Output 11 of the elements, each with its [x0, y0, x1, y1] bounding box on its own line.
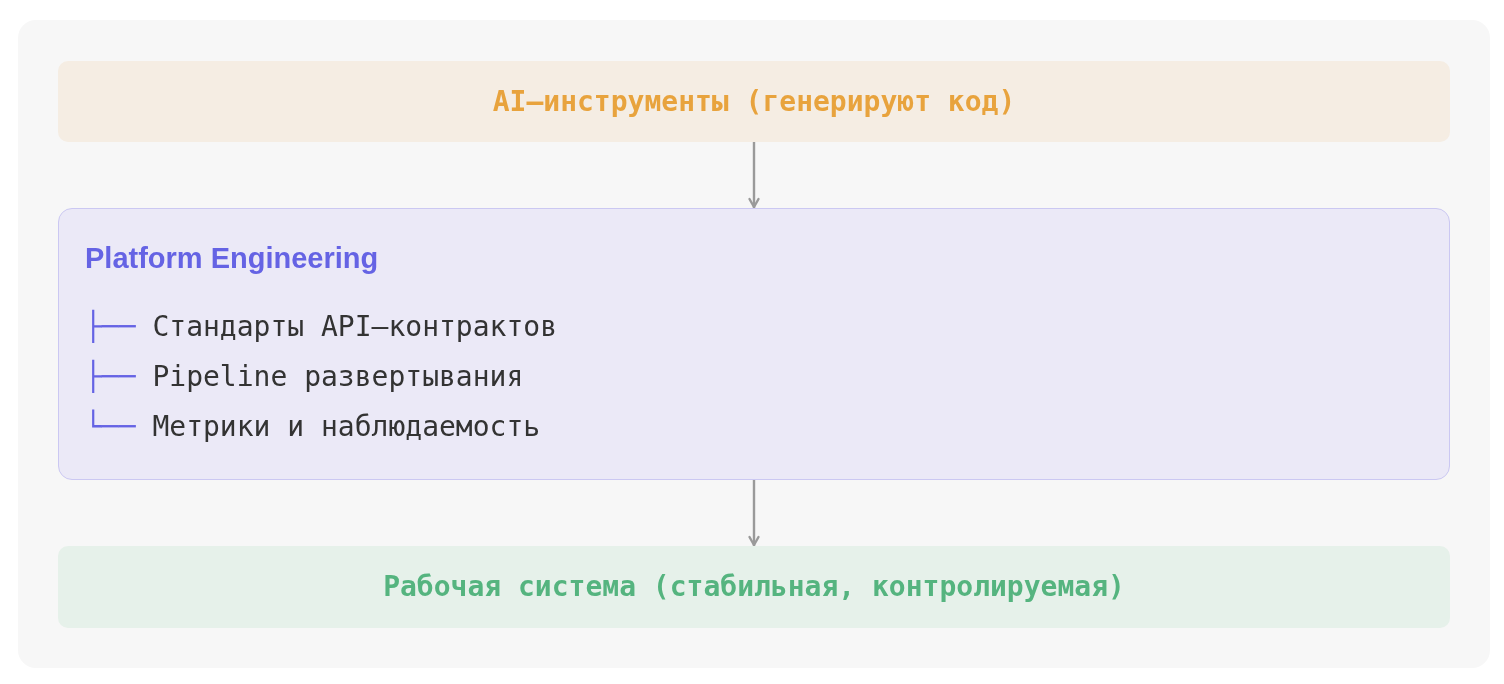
platform-panel — [58, 208, 1450, 480]
arrow — [748, 480, 760, 547]
stage-box — [58, 61, 1450, 142]
tree-item: ├── Pipeline развертывания — [85, 358, 524, 395]
tree-item: ├── Стандарты API–контрактов — [85, 308, 557, 345]
arrow — [748, 142, 760, 209]
stage-label: AI–инструменты (генерируют код) — [492, 83, 1016, 120]
tree-item: └── Метрики и наблюдаемость — [85, 408, 541, 445]
stage-label: Рабочая система (стабильная, контролируемая) — [383, 569, 1125, 605]
stage-box — [58, 546, 1450, 628]
panel-heading: Platform Engineering — [85, 241, 379, 276]
